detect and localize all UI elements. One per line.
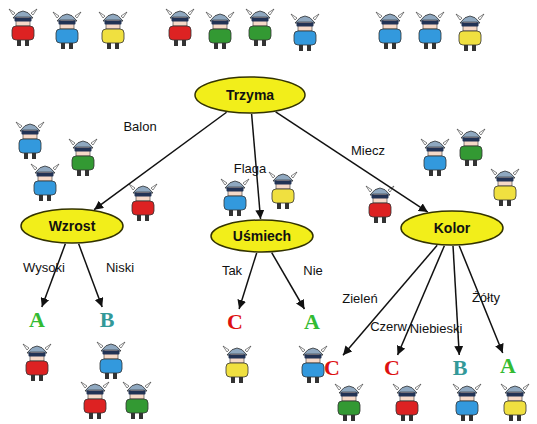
branch-arrow (272, 253, 305, 309)
person-figure (491, 169, 519, 206)
class-leaf: B (449, 355, 471, 381)
class-leaf: C (224, 309, 246, 335)
person-figure (123, 382, 151, 419)
ellipse-shape (21, 209, 123, 243)
attribute-name: Uśmiech (233, 228, 291, 244)
person-figure (97, 342, 125, 379)
ellipse-shape (195, 77, 305, 113)
branch-label: Wysoki (23, 260, 65, 275)
branch-label: Niebieski (410, 321, 463, 336)
person-figure (416, 12, 444, 49)
branch-label: Niski (106, 260, 134, 275)
branch-label: Miecz (351, 143, 385, 158)
person-figure (376, 12, 404, 49)
person-figure (501, 384, 529, 421)
decision-ellipse: Trzyma (194, 76, 306, 114)
branch-arrow (42, 244, 66, 307)
class-leaf: B (96, 307, 118, 333)
decision-ellipse: Wzrost (20, 208, 124, 244)
person-figure (129, 184, 157, 221)
person-figure (393, 384, 421, 421)
branch-arrow (343, 245, 437, 355)
class-letter: A (304, 309, 320, 335)
attribute-name: Wzrost (49, 218, 96, 234)
ellipse-shape (211, 220, 313, 252)
person-figure (457, 129, 485, 166)
class-leaf: C (321, 355, 343, 381)
class-leaf: A (497, 353, 519, 379)
branch-label: Czerw. (370, 319, 410, 334)
branch-label: Zieleń (342, 291, 377, 306)
class-leaf: A (301, 309, 323, 335)
branch-label: Nie (303, 263, 323, 278)
class-letter: C (227, 309, 243, 335)
decision-ellipse: Kolor (400, 210, 504, 246)
person-figure (53, 12, 81, 49)
person-figure (299, 346, 327, 383)
person-figure (166, 9, 194, 46)
class-letter: B (100, 307, 115, 333)
branch-arrow (276, 112, 428, 212)
class-letter: A (29, 307, 45, 333)
ellipse-shape (401, 211, 503, 245)
person-figure (335, 384, 363, 421)
person-figure (9, 9, 37, 46)
person-figure (246, 9, 274, 46)
person-figure (31, 164, 59, 201)
person-figure (69, 139, 97, 176)
branch-label: Flaga (234, 161, 267, 176)
branch-arrow (79, 244, 103, 307)
person-figure (269, 172, 297, 209)
person-figure (206, 12, 234, 49)
decision-ellipse: Uśmiech (210, 219, 314, 253)
class-letter: A (500, 353, 516, 379)
class-letter: C (384, 355, 400, 381)
person-figure (223, 346, 251, 383)
class-leaf: C (381, 355, 403, 381)
branch-arrow (398, 246, 445, 355)
branch-arrow (453, 246, 459, 355)
person-figure (291, 14, 319, 51)
person-figure (221, 179, 249, 216)
branch-label: Żółty (472, 290, 500, 305)
person-figure (421, 139, 449, 176)
person-figure (16, 122, 44, 159)
branch-arrow (94, 112, 226, 209)
figure-group (9, 9, 529, 421)
person-figure (453, 384, 481, 421)
attribute-name: Kolor (434, 220, 471, 236)
person-figure (366, 186, 394, 223)
attribute-name: Trzyma (226, 87, 274, 103)
class-letter: B (453, 355, 468, 381)
person-figure (81, 382, 109, 419)
branch-arrow (239, 253, 257, 309)
person-figure (99, 12, 127, 49)
branch-label: Tak (222, 263, 242, 278)
class-letter: C (324, 355, 340, 381)
class-leaf: A (26, 307, 48, 333)
branch-label: Balon (123, 119, 156, 134)
person-figure (23, 344, 51, 381)
person-figure (456, 14, 484, 51)
branch-arrow (459, 246, 502, 353)
